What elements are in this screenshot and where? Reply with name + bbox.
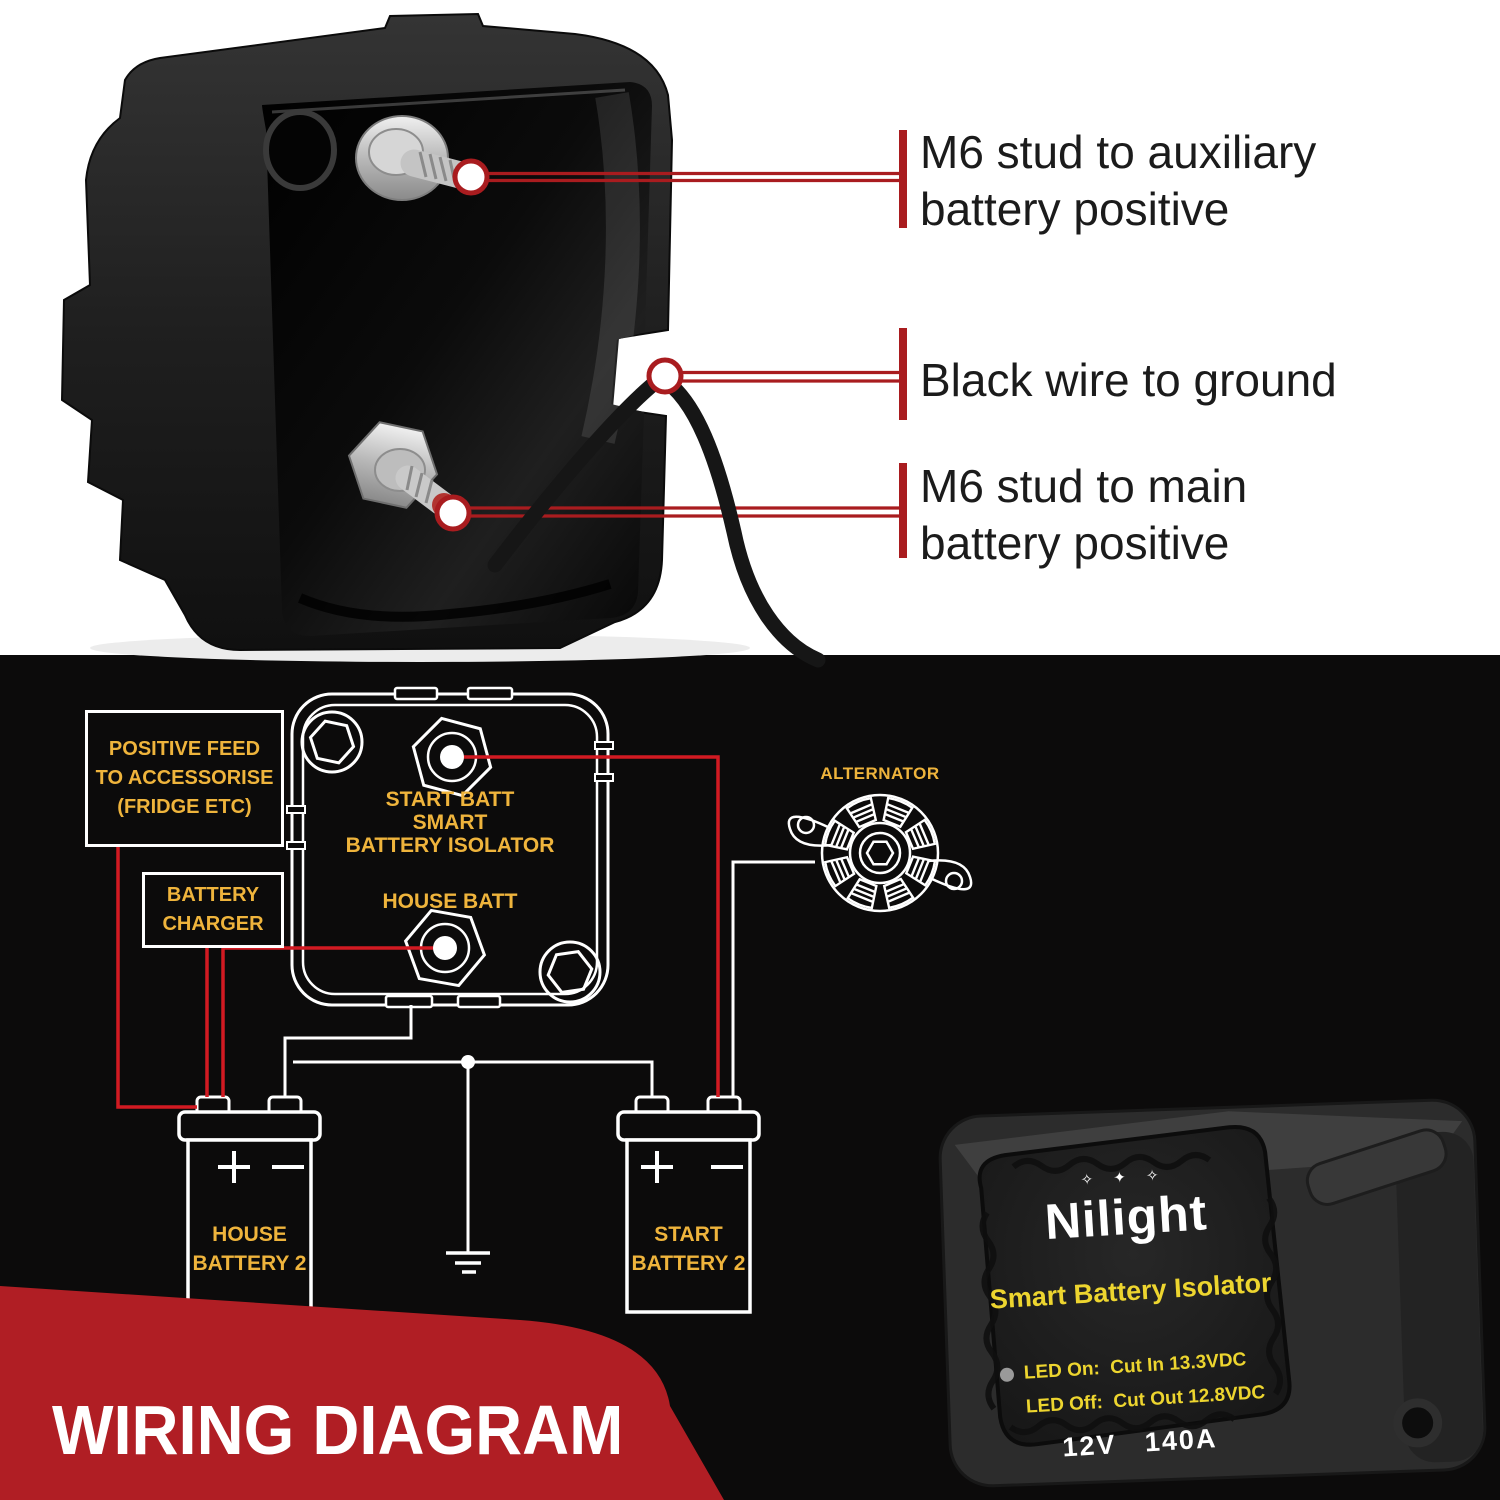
battery-label-line: HOUSE [212,1223,287,1246]
battery-charger-box: BATTERY CHARGER [142,872,284,948]
callout-line: M6 stud to main [920,460,1248,512]
callout-line: M6 stud to auxiliary [920,126,1317,178]
isolator-rear-photo [60,12,750,662]
isolator-rear-body [60,12,674,652]
battery-label-line: BATTERY 2 [192,1252,307,1275]
callout-ground-wire: Black wire to ground [920,352,1440,409]
box-label-line: TO ACCESSORISE [95,767,274,789]
product-rating: 12V 140A [1061,1423,1219,1463]
ground-wire-photo [487,369,826,668]
led-off-row: LED Off: Cut Out 12.8VDC [1025,1382,1266,1419]
led-off-text: LED Off: Cut Out 12.8VDC [1025,1382,1266,1418]
auxiliary-battery-stud [355,115,478,201]
callout-line: Black wire to ground [920,354,1337,406]
product-face-label: ✧ ✦ ✧ Nilight Smart Battery Isolator LED… [966,1163,1299,1482]
house-battery-label: HOUSE BATTERY 2 [188,1220,311,1278]
callout-line: battery positive [920,517,1230,569]
isolator-rear-panel [262,82,652,636]
start-battery-label: START BATTERY 2 [627,1220,750,1278]
callout-main-battery: M6 stud to main battery positive [920,458,1400,572]
callout-lines [453,130,907,558]
box-label-line: BATTERY [166,884,260,906]
led-indicator [999,1367,1015,1383]
isolator-label-line: BATTERY ISOLATOR [345,834,555,857]
alternator-label: ALTERNATOR [820,764,940,783]
product-title: Smart Battery Isolator [988,1267,1273,1315]
mounting-hole [263,109,337,191]
callout-markers [434,158,684,532]
isolator-house-label: HOUSE BATT [382,890,518,913]
led-on-text: LED On: Cut In 13.3VDC [1023,1349,1247,1384]
box-label-line: POSITIVE FEED [108,738,261,760]
callout-aux-battery: M6 stud to auxiliary battery positive [920,124,1400,238]
callout-line: battery positive [920,183,1230,235]
banner-title: WIRING DIAGRAM [52,1391,624,1469]
positive-feed-box: POSITIVE FEED TO ACCESSORISE (FRIDGE ETC… [85,710,284,847]
box-label-line: (FRIDGE ETC) [117,796,252,818]
box-label-line: CHARGER [162,913,264,935]
isolator-label-line: START BATT [385,788,515,811]
battery-label-line: BATTERY 2 [631,1252,746,1275]
led-on-row: LED On: Cut In 13.3VDC [999,1349,1247,1386]
main-battery-stud [347,421,457,518]
battery-label-line: START [654,1223,723,1246]
isolator-start-label: START BATT SMART BATTERY ISOLATOR [303,788,597,857]
isolator-label-line: SMART [412,811,488,834]
